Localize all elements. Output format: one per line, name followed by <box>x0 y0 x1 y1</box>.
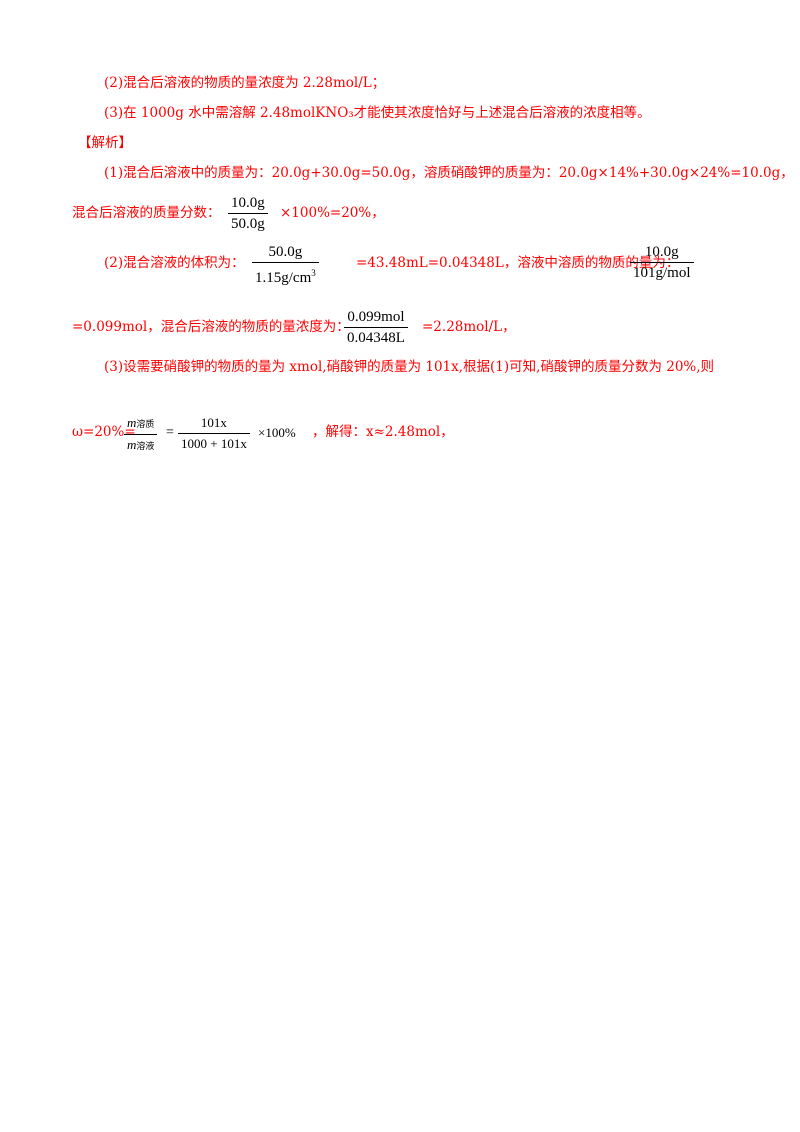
step-2b-prefix: =0.099mol，混合后溶液的物质的量浓度为： <box>72 319 350 335</box>
fraction-numerator: 10.0g <box>231 195 265 211</box>
step-2b-suffix: =2.28mol/L， <box>422 319 516 335</box>
fraction-denominator: 1000 + 101x <box>181 436 247 451</box>
step-1-line: (1)混合后溶液中的质量为：20.0g+30.0g=50.0g，溶质硝酸钾的质量… <box>104 165 794 181</box>
fraction-numerator: 101x <box>200 415 227 430</box>
fraction-bar <box>252 262 319 263</box>
analysis-heading: 【解析】 <box>78 135 132 151</box>
answer-line-3: (3)在 1000g 水中需溶解 2.48molKNO₃才能使其浓度恰好与上述混… <box>104 105 651 121</box>
fraction-concentration: 0.099mol 0.04348L <box>344 308 408 347</box>
step-3-line: (3)设需要硝酸钾的物质的量为 xmol,硝酸钾的质量为 101x,根据(1)可… <box>104 359 715 375</box>
fraction-denominator: 101g/mol <box>633 265 691 281</box>
fraction-bar <box>344 327 408 328</box>
fraction-denominator: m溶液 <box>127 437 155 452</box>
step-3b-suffix: ，解得：x≈2.48mol， <box>312 424 454 440</box>
equals-sign: = <box>166 425 174 440</box>
fraction-moles: 10.0g 101g/mol <box>630 243 694 282</box>
step-1-fraction-suffix: ×100%=20%， <box>280 205 385 221</box>
times-hundred-percent: ×100% <box>258 425 296 440</box>
fraction-volume: 50.0g 1.15g/cm3 <box>252 243 319 287</box>
fraction-solve-x: 101x 1000 + 101x <box>178 414 250 453</box>
fraction-denominator: 0.04348L <box>347 330 405 346</box>
fraction-bar <box>124 434 158 435</box>
fraction-denominator: 1.15g/cm3 <box>255 268 316 286</box>
step-3b-prefix: ω=20%= <box>72 424 136 440</box>
step-1-fraction-prefix: 混合后溶液的质量分数： <box>72 205 221 221</box>
fraction-bar <box>178 433 250 434</box>
fraction-numerator: 50.0g <box>268 244 303 260</box>
fraction-numerator: 0.099mol <box>347 309 405 325</box>
step-2-prefix: (2)混合溶液的体积为： <box>104 255 245 271</box>
fraction-numerator: m溶质 <box>127 415 155 430</box>
fraction-mass-ratio: 10.0g 50.0g <box>228 194 268 233</box>
fraction-bar <box>630 262 694 263</box>
fraction-mass-fraction-def: m溶质 m溶液 <box>124 414 158 455</box>
fraction-numerator: 10.0g <box>644 244 679 260</box>
step-2-middle: =43.48mL=0.04348L，溶液中溶质的物质的量为： <box>356 255 680 271</box>
fraction-denominator: 50.0g <box>231 216 265 232</box>
answer-line-2: (2)混合后溶液的物质的量浓度为 2.28mol/L； <box>104 75 386 91</box>
fraction-bar <box>228 213 268 214</box>
